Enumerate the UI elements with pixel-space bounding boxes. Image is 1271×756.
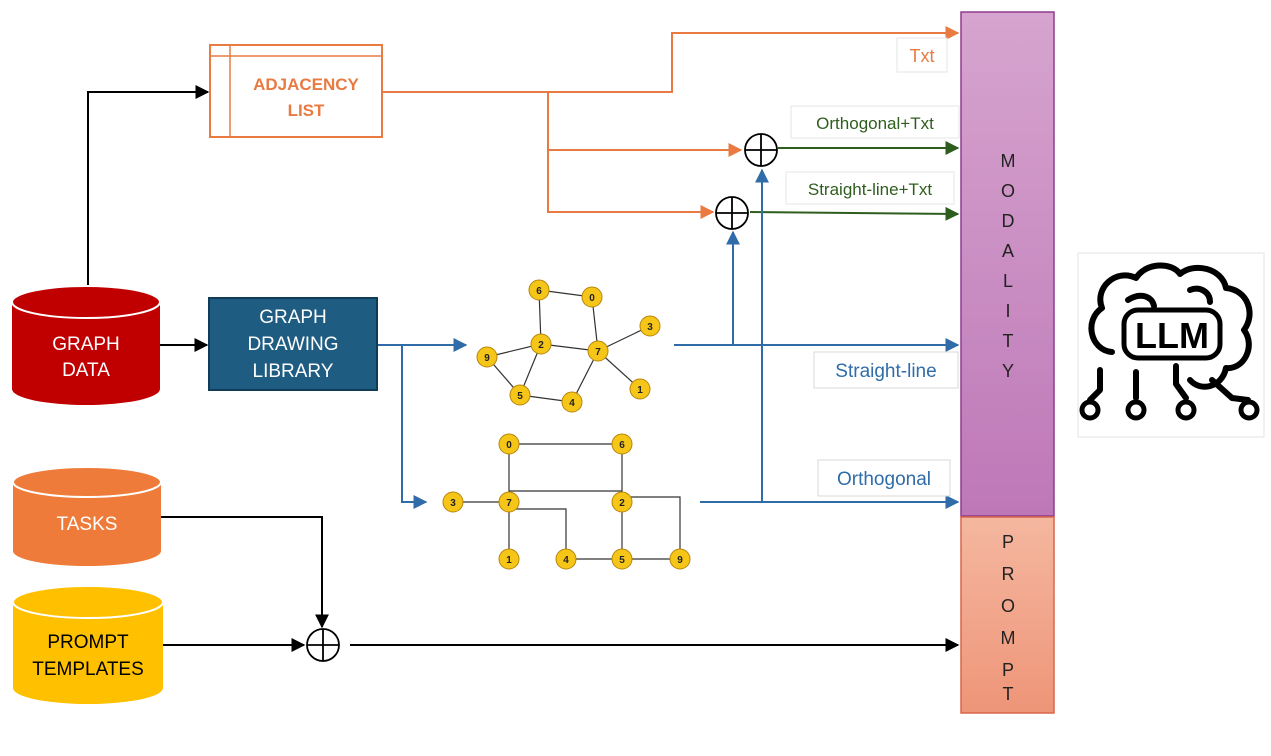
modality-letter: T xyxy=(1003,331,1014,351)
arrow-adjacency-to-txt xyxy=(382,26,960,93)
orthogonal-node-5: 5 xyxy=(611,548,633,570)
prompt-letter: R xyxy=(1002,564,1015,584)
library-label-line1: GRAPH xyxy=(259,307,327,328)
straight-node-0: 0 xyxy=(581,286,603,308)
orthogonal-graph: 0 6 3 7 2 1 4 5 9 xyxy=(442,433,691,570)
svg-text:Txt: Txt xyxy=(910,46,935,66)
orthogonal-node-3: 3 xyxy=(442,491,464,513)
svg-text:5: 5 xyxy=(517,391,523,402)
svg-text:Orthogonal: Orthogonal xyxy=(837,469,931,490)
adjacency-list-box: ADJACENCY LIST xyxy=(209,44,383,138)
orthogonal-node-2: 2 xyxy=(611,491,633,513)
graph-data-cylinder: GRAPH DATA xyxy=(11,285,161,405)
svg-text:9: 9 xyxy=(677,555,683,566)
prompt-templates-cylinder: PROMPT TEMPLATES xyxy=(12,585,164,704)
svg-text:2: 2 xyxy=(619,498,625,509)
label-orthogonal: Orthogonal xyxy=(817,459,951,497)
arrow-library-to-orthogonal-graph xyxy=(401,345,428,509)
svg-text:3: 3 xyxy=(647,322,653,333)
orthogonal-node-1: 1 xyxy=(498,548,520,570)
straight-line-graph: 6 0 3 9 2 7 5 4 1 xyxy=(476,279,661,413)
orthogonal-node-6: 6 xyxy=(611,433,633,455)
tasks-cylinder: TASKS xyxy=(12,466,162,566)
svg-text:6: 6 xyxy=(619,440,625,451)
svg-text:Straight-line: Straight-line xyxy=(835,361,936,382)
straight-node-3: 3 xyxy=(639,315,661,337)
svg-text:6: 6 xyxy=(536,286,542,297)
modality-letter: M xyxy=(1001,151,1016,171)
adjacency-list-label-line1: ADJACENCY xyxy=(253,75,359,94)
prompt-letter: O xyxy=(1001,596,1015,616)
arrow-straight-txt-to-modality xyxy=(749,206,960,221)
prompt-templates-label-line2: TEMPLATES xyxy=(32,659,144,680)
modality-letter: O xyxy=(1001,181,1015,201)
svg-text:2: 2 xyxy=(538,340,544,351)
prompt-letter: T xyxy=(1003,684,1014,704)
svg-text:1: 1 xyxy=(506,555,512,566)
svg-text:7: 7 xyxy=(595,347,601,358)
svg-text:1: 1 xyxy=(637,385,643,396)
straight-node-1: 1 xyxy=(629,378,651,400)
prompt-letter: M xyxy=(1001,628,1016,648)
combine-icon-prompt xyxy=(306,628,340,662)
label-straight-line: Straight-line xyxy=(813,351,959,389)
svg-text:4: 4 xyxy=(569,398,575,409)
prompt-letter: P xyxy=(1002,660,1014,680)
svg-text:Straight-line+Txt: Straight-line+Txt xyxy=(808,180,933,199)
svg-text:9: 9 xyxy=(484,353,490,364)
graph-data-label-line2: DATA xyxy=(62,360,110,381)
modality-letter: D xyxy=(1002,211,1015,231)
label-straight-line-txt: Straight-line+Txt xyxy=(785,171,955,205)
orthogonal-node-0: 0 xyxy=(498,433,520,455)
straight-node-7: 7 xyxy=(587,340,609,362)
label-txt: Txt xyxy=(896,37,948,73)
arrow-adjacency-to-straight-combine xyxy=(547,150,715,219)
prompt-letter: P xyxy=(1002,532,1014,552)
arrow-tasks-to-combine xyxy=(161,516,329,629)
straight-node-6: 6 xyxy=(528,279,550,301)
library-label-line3: LIBRARY xyxy=(253,361,334,382)
combine-icon-orthogonal-txt xyxy=(744,133,778,167)
svg-text:0: 0 xyxy=(506,440,512,451)
straight-node-4: 4 xyxy=(561,391,583,413)
svg-text:3: 3 xyxy=(450,498,456,509)
arrow-adjacency-to-orthogonal-combine xyxy=(547,92,743,157)
svg-text:0: 0 xyxy=(589,293,595,304)
graph-drawing-library-box: GRAPH DRAWING LIBRARY xyxy=(208,297,378,391)
modality-letter: L xyxy=(1003,271,1013,291)
straight-node-5: 5 xyxy=(509,384,531,406)
llm-brain-icon: LLM xyxy=(1077,252,1265,438)
straight-node-9: 9 xyxy=(476,346,498,368)
graph-data-label-line1: GRAPH xyxy=(52,334,120,355)
modality-letter: I xyxy=(1005,301,1010,321)
llm-label: LLM xyxy=(1135,315,1209,356)
tasks-label: TASKS xyxy=(57,514,118,535)
prompt-bar: P R O M P T xyxy=(960,516,1055,714)
svg-text:Orthogonal+Txt: Orthogonal+Txt xyxy=(816,114,934,133)
svg-text:4: 4 xyxy=(563,555,569,566)
arrow-graph-data-to-adjacency xyxy=(87,85,210,290)
modality-letter: Y xyxy=(1002,361,1014,381)
orthogonal-node-9: 9 xyxy=(669,548,691,570)
orthogonal-node-4: 4 xyxy=(555,548,577,570)
library-label-line2: DRAWING xyxy=(247,334,338,355)
svg-text:7: 7 xyxy=(506,498,512,509)
modality-bar: M O D A L I T Y xyxy=(960,11,1055,517)
adjacency-list-label-line2: LIST xyxy=(288,101,325,120)
combine-icon-straight-txt xyxy=(715,196,749,230)
straight-node-2: 2 xyxy=(530,333,552,355)
orthogonal-node-7: 7 xyxy=(498,491,520,513)
modality-letter: A xyxy=(1002,241,1014,261)
svg-text:5: 5 xyxy=(619,555,625,566)
label-orthogonal-txt: Orthogonal+Txt xyxy=(790,105,960,139)
prompt-templates-label-line1: PROMPT xyxy=(47,632,129,653)
